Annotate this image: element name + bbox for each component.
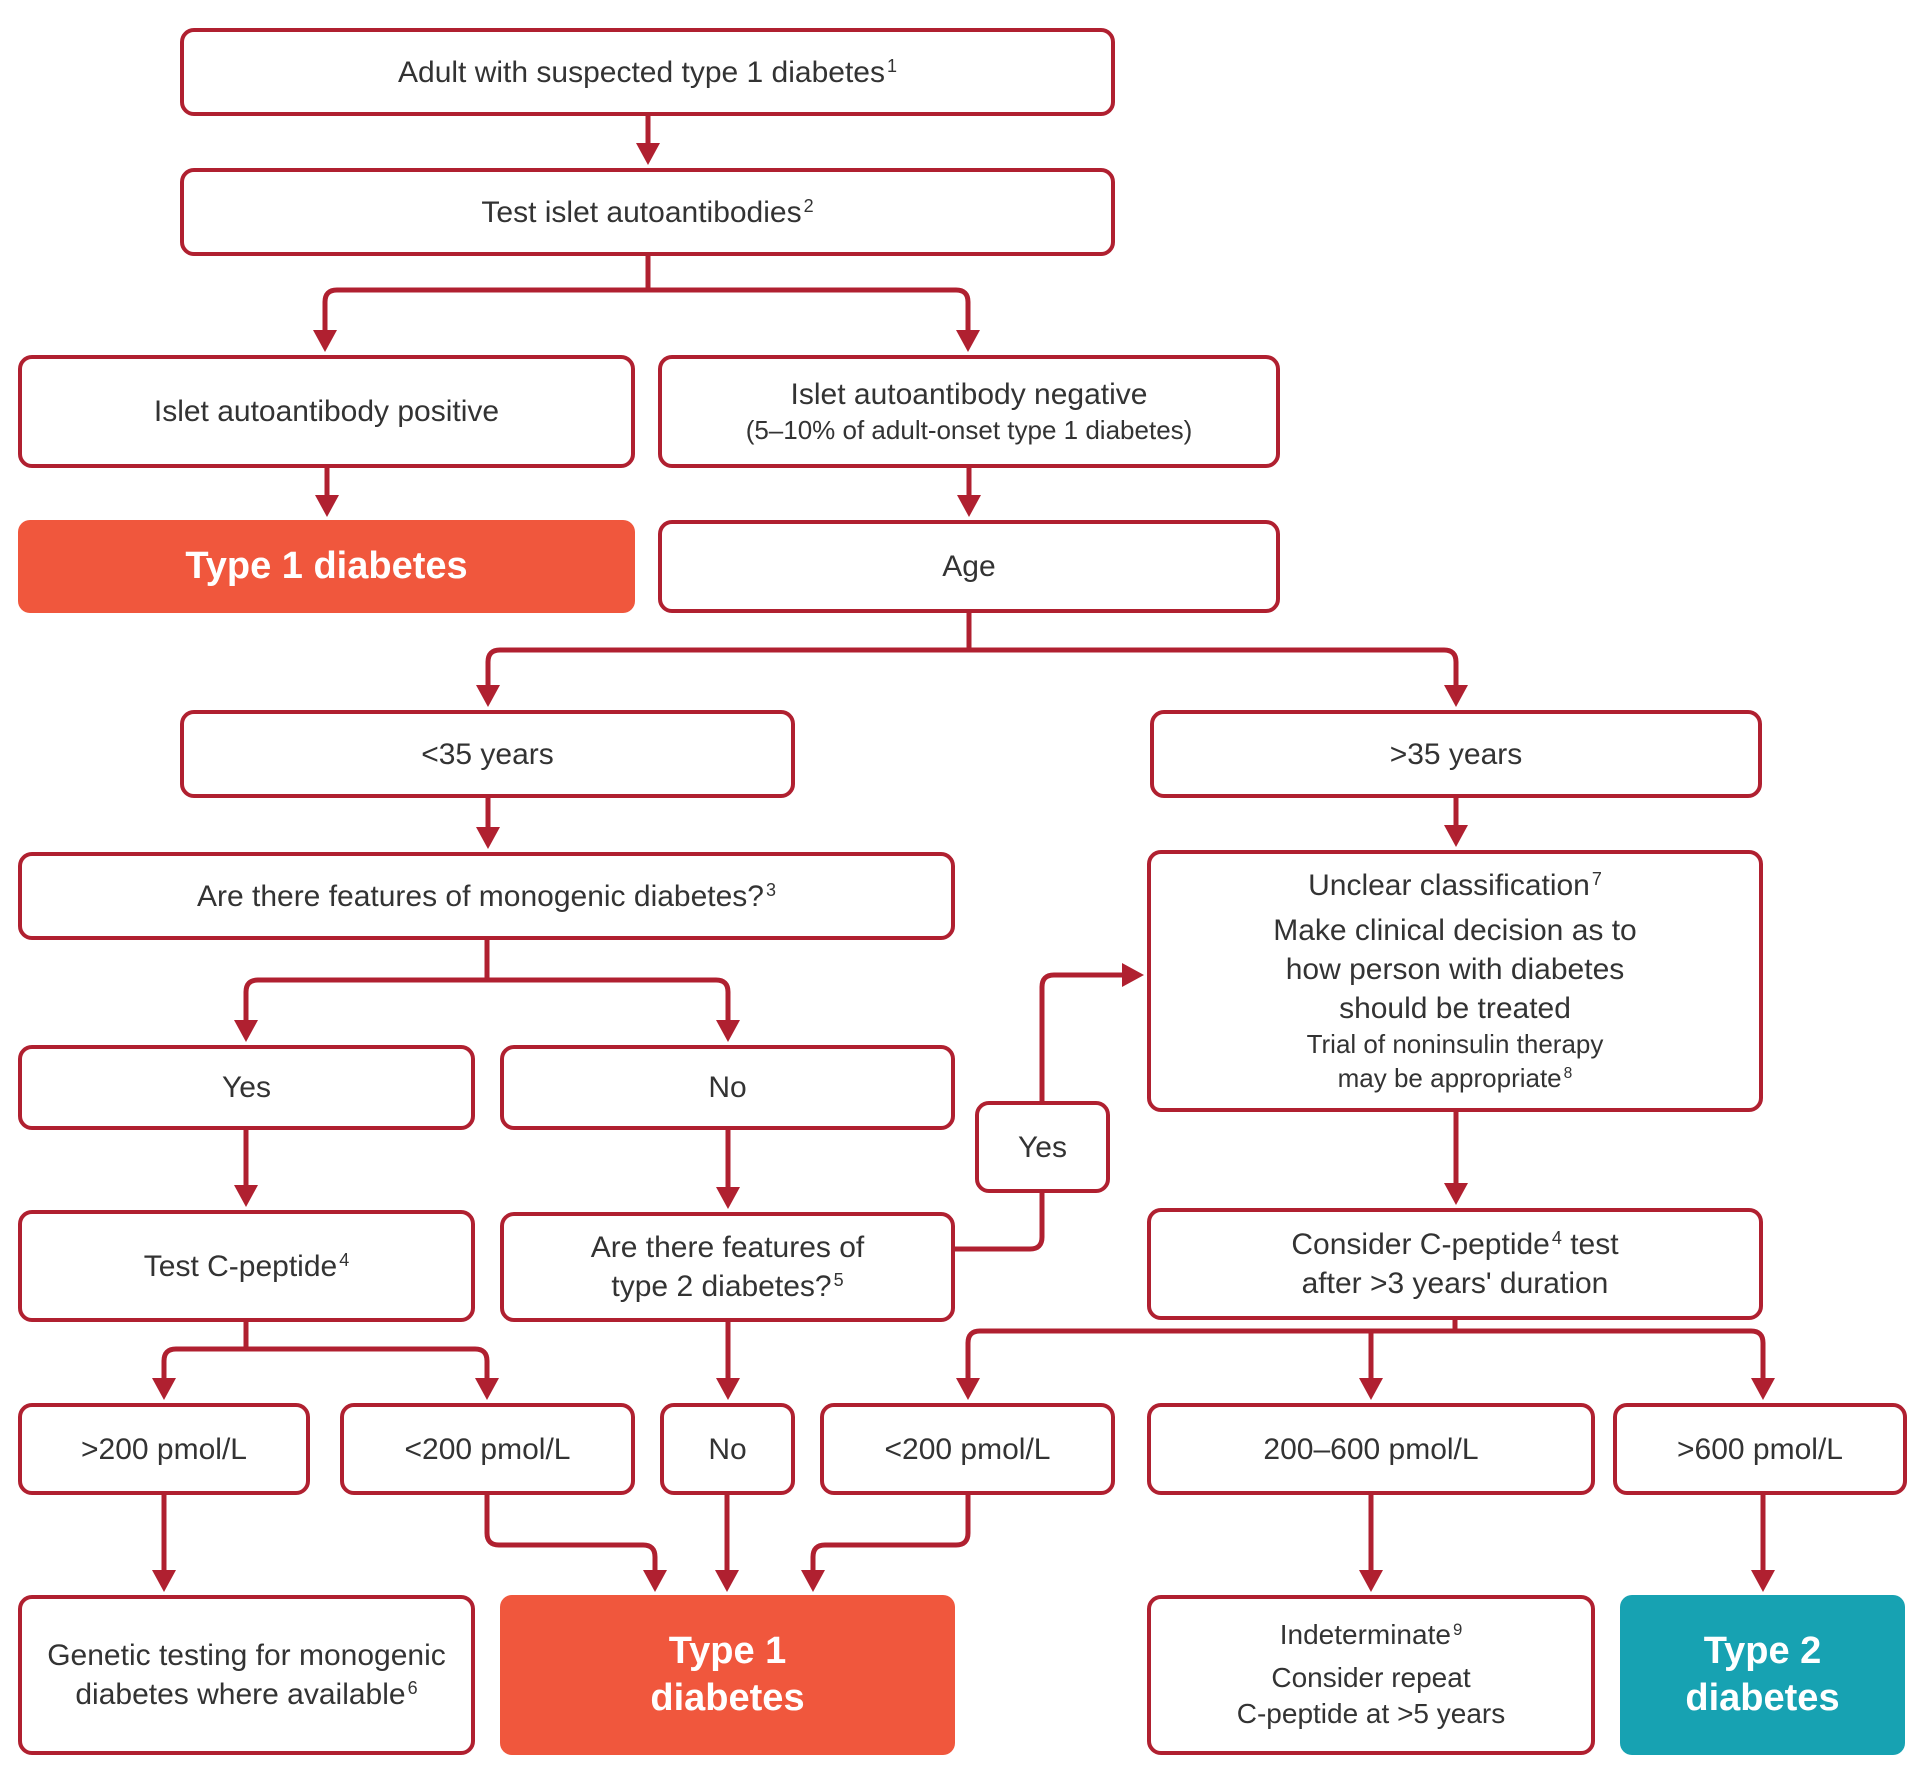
node-monogenic-yes: Yes — [18, 1045, 475, 1130]
node-body: Make clinical decision as to how person … — [1273, 914, 1637, 1026]
node-title: Indeterminate — [1279, 1619, 1451, 1651]
node-label: <200 pmol/L — [404, 1432, 571, 1466]
node-label: 200–600 pmol/L — [1263, 1432, 1479, 1466]
node-over-35-years: >35 years — [1150, 710, 1762, 798]
node-label: >600 pmol/L — [1677, 1432, 1843, 1466]
node-label: Are there features of type 2 diabetes?5 — [590, 1231, 865, 1303]
node-label: Test C-peptide — [143, 1249, 338, 1283]
node-label: Genetic testing for monogenic diabetes w… — [47, 1639, 446, 1711]
footnote-ref: 4 — [1551, 1228, 1562, 1249]
footnote-ref: 6 — [407, 1678, 418, 1699]
node-label: No — [708, 1071, 747, 1104]
footnote-ref: 5 — [833, 1270, 844, 1291]
footnote-ref: 7 — [1591, 869, 1602, 890]
node-type1-diabetes-top: Type 1 diabetes — [18, 520, 635, 613]
node-note: Trial of noninsulin therapy may be appro… — [1306, 1029, 1604, 1093]
node-gt-600-pmol: >600 pmol/L — [1613, 1403, 1907, 1495]
node-genetic-testing: Genetic testing for monogenic diabetes w… — [18, 1595, 475, 1755]
node-type2-diabetes: Type 2 diabetes — [1620, 1595, 1905, 1755]
node-islet-ab-negative: Islet autoantibody negative (5–10% of ad… — [658, 355, 1280, 468]
node-label: Yes — [1018, 1130, 1067, 1164]
node-title: Unclear classification — [1308, 869, 1590, 903]
node-label: <200 pmol/L — [884, 1432, 1051, 1466]
node-label: >200 pmol/L — [81, 1432, 247, 1466]
node-label: >35 years — [1389, 737, 1523, 771]
node-type2-features-yes: Yes — [975, 1101, 1110, 1193]
footnote-ref: 9 — [1452, 1620, 1463, 1640]
node-type1-diabetes-bottom: Type 1 diabetes — [500, 1595, 955, 1755]
node-label: No — [708, 1432, 747, 1466]
footnote-ref: 2 — [803, 195, 814, 216]
node-age: Age — [658, 520, 1280, 613]
node-type2-features-question: Are there features of type 2 diabetes?5 — [500, 1212, 955, 1322]
node-label: Adult with suspected type 1 diabetes — [398, 55, 885, 89]
node-monogenic-no: No — [500, 1045, 955, 1130]
node-body: Consider repeat C-peptide at >5 years — [1236, 1661, 1506, 1730]
node-monogenic-question: Are there features of monogenic diabetes… — [18, 852, 955, 940]
node-islet-ab-positive: Islet autoantibody positive — [18, 355, 635, 468]
footnote-ref: 3 — [766, 879, 777, 900]
node-label: Islet autoantibody positive — [153, 395, 500, 428]
footnote-ref: 8 — [1563, 1065, 1573, 1083]
node-label: Islet autoantibody negative — [790, 378, 1148, 412]
node-label: Type 1 diabetes — [185, 544, 468, 587]
footnote-ref: 1 — [886, 55, 897, 76]
node-type2-features-no: No — [660, 1403, 795, 1495]
node-label: Are there features of monogenic diabetes… — [196, 879, 764, 913]
node-lt-200-pmol-left: <200 pmol/L — [340, 1403, 635, 1495]
footnote-ref: 4 — [339, 1249, 350, 1270]
node-label: Type 1 diabetes — [650, 1629, 805, 1720]
node-label: Yes — [222, 1071, 271, 1104]
node-label: Age — [942, 550, 996, 583]
node-gt-200-pmol: >200 pmol/L — [18, 1403, 310, 1495]
node-label: <35 years — [421, 737, 554, 771]
node-200-600-pmol: 200–600 pmol/L — [1147, 1403, 1595, 1495]
node-under-35-years: <35 years — [180, 710, 795, 798]
node-lt-200-pmol-right: <200 pmol/L — [820, 1403, 1115, 1495]
node-sublabel: (5–10% of adult-onset type 1 diabetes) — [745, 415, 1193, 446]
node-label: Type 2 diabetes — [1685, 1629, 1840, 1720]
node-label: Test islet autoantibodies — [481, 195, 802, 229]
